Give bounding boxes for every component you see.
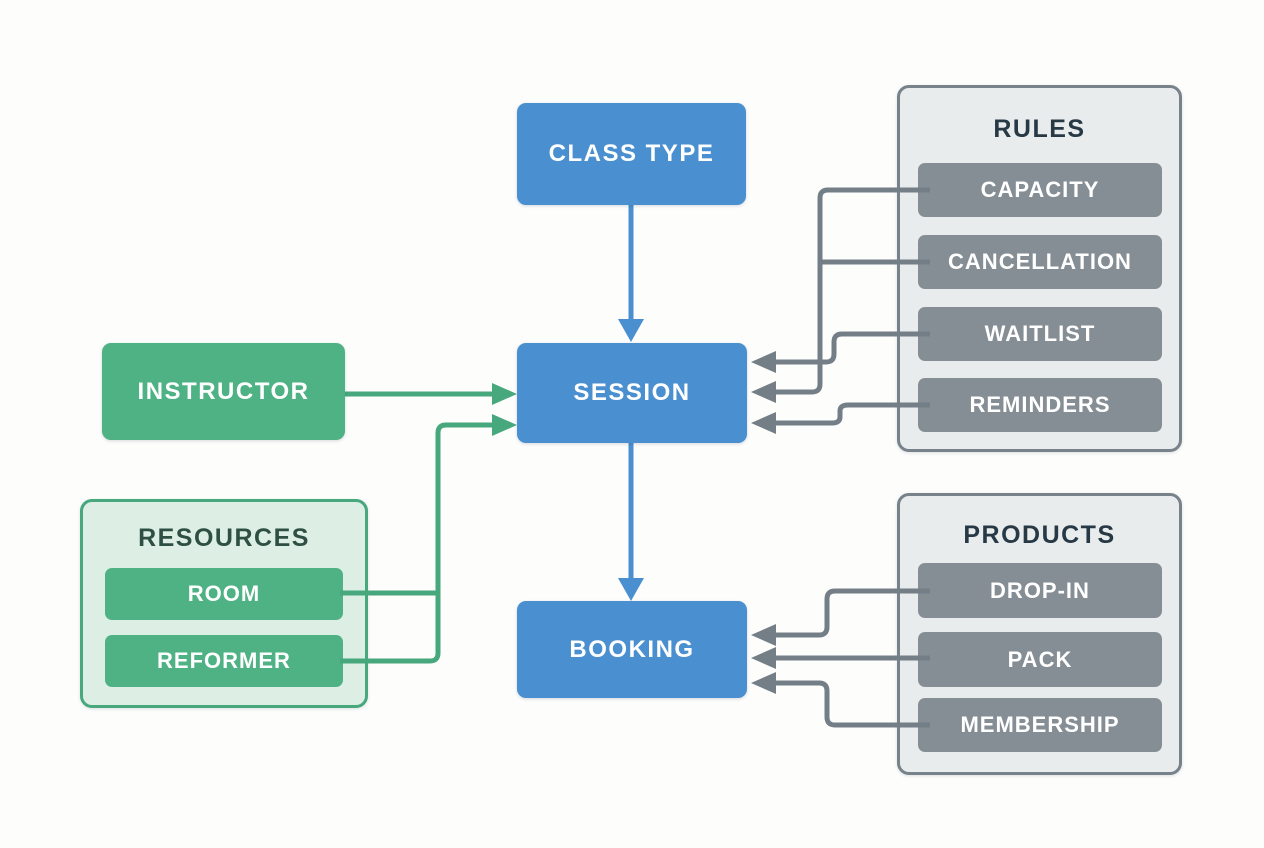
edge-resources-session-arrowhead bbox=[492, 414, 517, 436]
item-membership: MEMBERSHIP bbox=[918, 698, 1162, 752]
edge-rules-session-arrowhead-top bbox=[751, 351, 776, 373]
edge-products-booking-arrowhead-top bbox=[751, 624, 776, 646]
edge-rules-session-arrowhead-bottom bbox=[751, 412, 776, 434]
item-room: ROOM bbox=[105, 568, 343, 620]
item-capacity: CAPACITY bbox=[918, 163, 1162, 217]
node-class-type: CLASS TYPE bbox=[517, 103, 746, 205]
edge-reminders-session-line bbox=[776, 402, 930, 426]
node-booking: BOOKING bbox=[517, 601, 747, 698]
edge-waitlist-session-line bbox=[776, 331, 930, 365]
edge-products-booking-arrowhead-bottom bbox=[751, 672, 776, 694]
edge-rules-session-arrowhead-middle bbox=[751, 381, 776, 403]
item-pack: PACK bbox=[918, 632, 1162, 687]
item-drop-in: DROP-IN bbox=[918, 563, 1162, 618]
products-title: PRODUCTS bbox=[963, 521, 1116, 549]
edge-session-booking-arrowhead bbox=[618, 578, 644, 601]
edge-capacity-session-line bbox=[776, 187, 930, 395]
node-session: SESSION bbox=[517, 343, 747, 443]
edge-instructor-session-arrowhead bbox=[492, 383, 517, 405]
group-rules: RULES CAPACITY CANCELLATION WAITLIST REM… bbox=[897, 85, 1182, 452]
edge-reformer-session-line bbox=[340, 422, 493, 664]
edge-drop-in-booking-line bbox=[776, 588, 930, 638]
item-waitlist: WAITLIST bbox=[918, 307, 1162, 361]
group-products: PRODUCTS DROP-IN PACK MEMBERSHIP bbox=[897, 493, 1182, 775]
resources-title: RESOURCES bbox=[138, 524, 310, 552]
edge-membership-booking-line bbox=[776, 680, 930, 728]
rules-title: RULES bbox=[993, 115, 1086, 143]
edge-class-type-session-arrowhead bbox=[618, 319, 644, 342]
node-instructor: INSTRUCTOR bbox=[102, 343, 345, 440]
group-resources: RESOURCES ROOM REFORMER bbox=[80, 499, 368, 708]
item-reformer: REFORMER bbox=[105, 635, 343, 687]
item-reminders: REMINDERS bbox=[918, 378, 1162, 432]
edge-products-booking-arrowhead-middle bbox=[751, 647, 776, 669]
item-cancellation: CANCELLATION bbox=[918, 235, 1162, 289]
